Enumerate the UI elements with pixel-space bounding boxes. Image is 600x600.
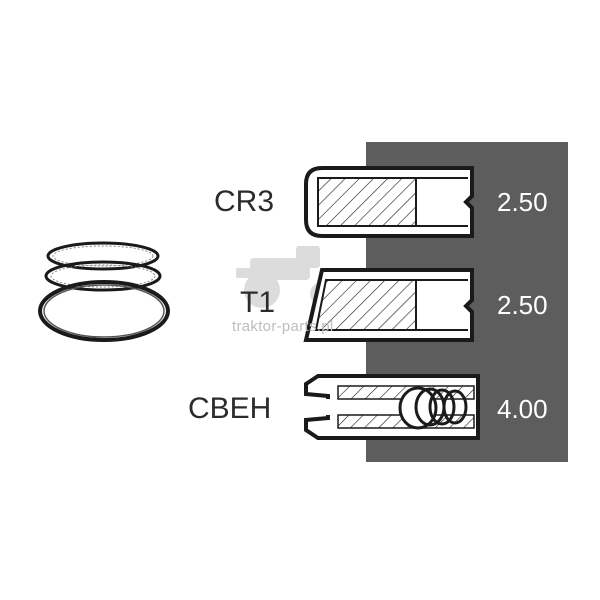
- ring-profile-t1: [303, 268, 474, 342]
- ring-code-cr3: CR3: [214, 185, 275, 218]
- ring-thickness-cbeh: 4.00: [497, 394, 548, 424]
- ring-thickness-cr3: 2.50: [497, 187, 548, 217]
- piston-ring-set-icon: [38, 241, 170, 342]
- ring-thickness-t1: 2.50: [497, 290, 548, 320]
- watermark-text: traktor-parts.pl: [232, 318, 334, 335]
- ring-code-cbeh: CBEH: [188, 392, 272, 425]
- ring-profile-cbeh: [304, 374, 480, 440]
- ring-profile-cr3: [304, 166, 474, 238]
- ring-code-t1: T1: [240, 286, 276, 319]
- expander-spring-icon: [398, 386, 468, 430]
